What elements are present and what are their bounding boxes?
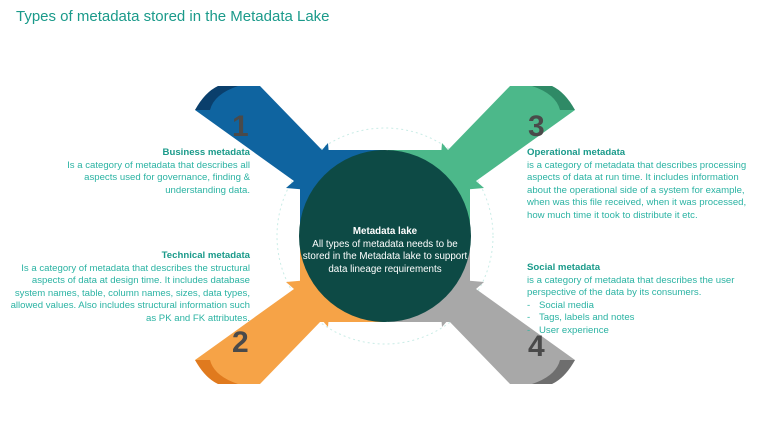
social-metadata-title: Social metadata: [527, 262, 601, 273]
metadata-lake-circle: [299, 150, 471, 322]
number-4: 4: [528, 330, 545, 363]
dashed-ring: [276, 127, 494, 345]
metadata-lake-label: Metadata lake All types of metadata need…: [300, 226, 470, 276]
business-metadata-text: Is a category of metadata that describes…: [67, 159, 250, 196]
metadata-lake-text: All types of metadata needs to be stored…: [302, 238, 468, 275]
business-metadata-block: Business metadata Is a category of metad…: [40, 147, 250, 197]
page-title: Types of metadata stored in the Metadata…: [16, 8, 330, 25]
list-item: Social media: [527, 300, 749, 313]
metadata-lake-title: Metadata lake: [352, 226, 418, 237]
number-2: 2: [232, 326, 249, 359]
arrow-4-social: [438, 278, 575, 384]
operational-metadata-block: Operational metadata is a category of me…: [527, 147, 749, 223]
operational-metadata-title: Operational metadata: [527, 147, 626, 158]
social-metadata-block: Social metadata is a category of metadat…: [527, 262, 749, 338]
number-3: 3: [528, 110, 545, 143]
arrow-2-technical: [195, 278, 332, 384]
social-metadata-text: is a category of metadata that describes…: [527, 274, 735, 299]
social-metadata-list: Social media Tags, labels and notes User…: [527, 300, 749, 338]
list-item: User experience: [527, 325, 749, 338]
technical-metadata-block: Technical metadata Is a category of meta…: [6, 250, 250, 326]
business-metadata-title: Business metadata: [162, 147, 250, 158]
operational-metadata-text: is a category of metadata that describes…: [527, 159, 747, 221]
technical-metadata-text: Is a category of metadata that describes…: [10, 262, 250, 324]
list-item: Tags, labels and notes: [527, 312, 749, 325]
technical-metadata-title: Technical metadata: [161, 250, 250, 261]
number-1: 1: [232, 110, 249, 143]
arrow-3-operational: [438, 86, 575, 192]
arrow-1-business: [195, 86, 332, 192]
